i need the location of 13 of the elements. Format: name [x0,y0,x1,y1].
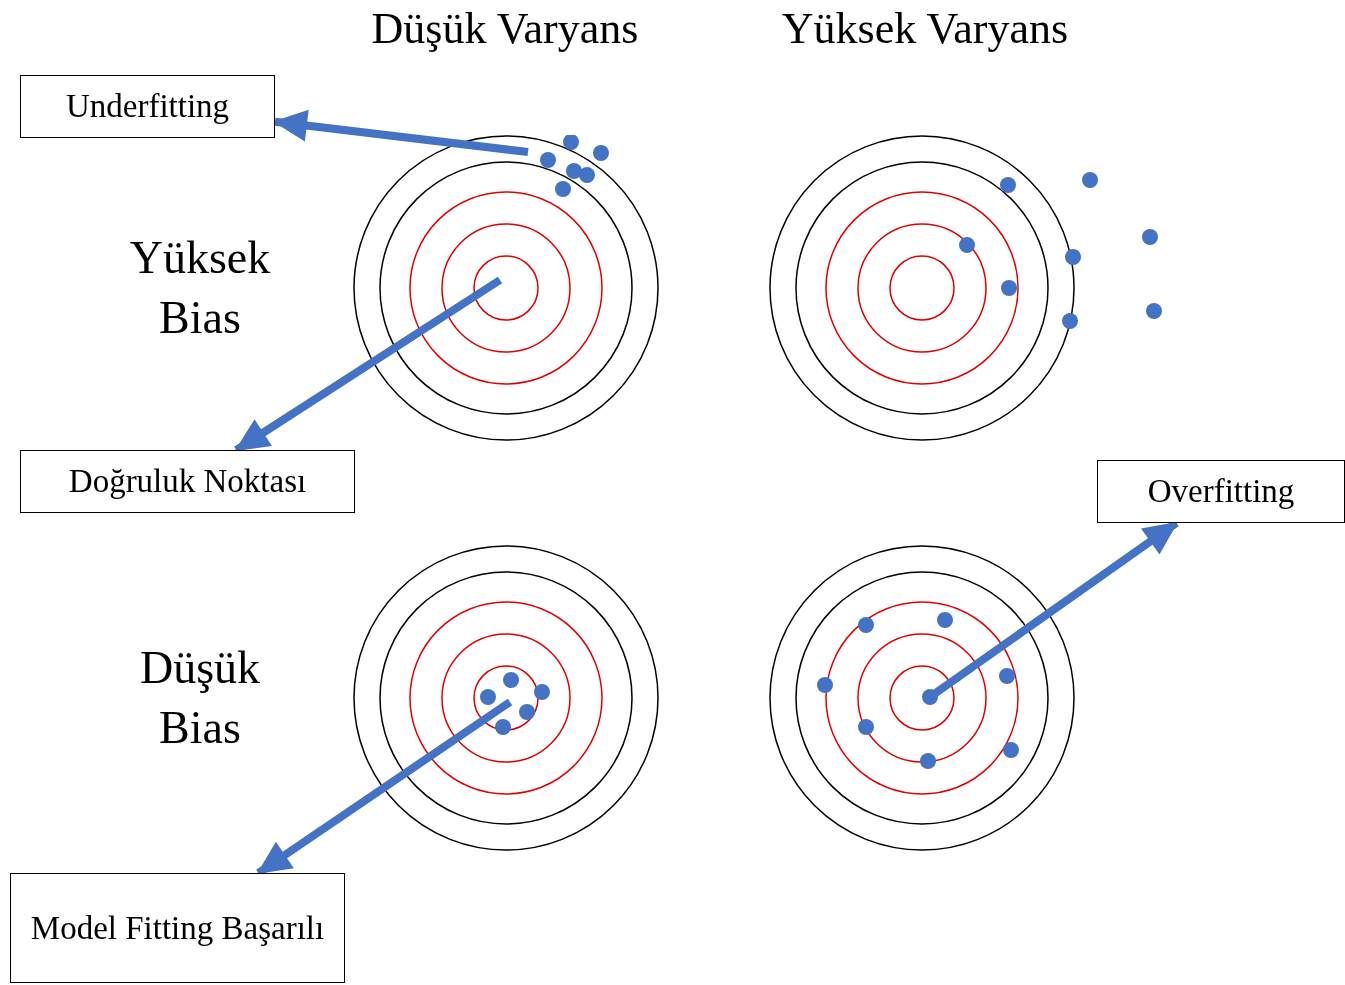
term-label: Doğruluk Noktası [68,462,307,502]
column-heading: Yüksek Varyans [780,3,1070,55]
term-box [1097,460,1345,523]
term-box [20,450,355,513]
term-box [10,873,345,983]
row-heading: Yüksek Bias [128,231,272,345]
row-heading: Düşük Bias [138,641,262,755]
term-box [20,75,275,138]
term-label: Model Fitting Başarılı [30,908,325,948]
column-heading: Düşük Varyans [370,3,640,55]
arrow [273,109,529,156]
term-label: Overfitting [1147,472,1295,512]
term-label: Underfitting [65,87,230,127]
